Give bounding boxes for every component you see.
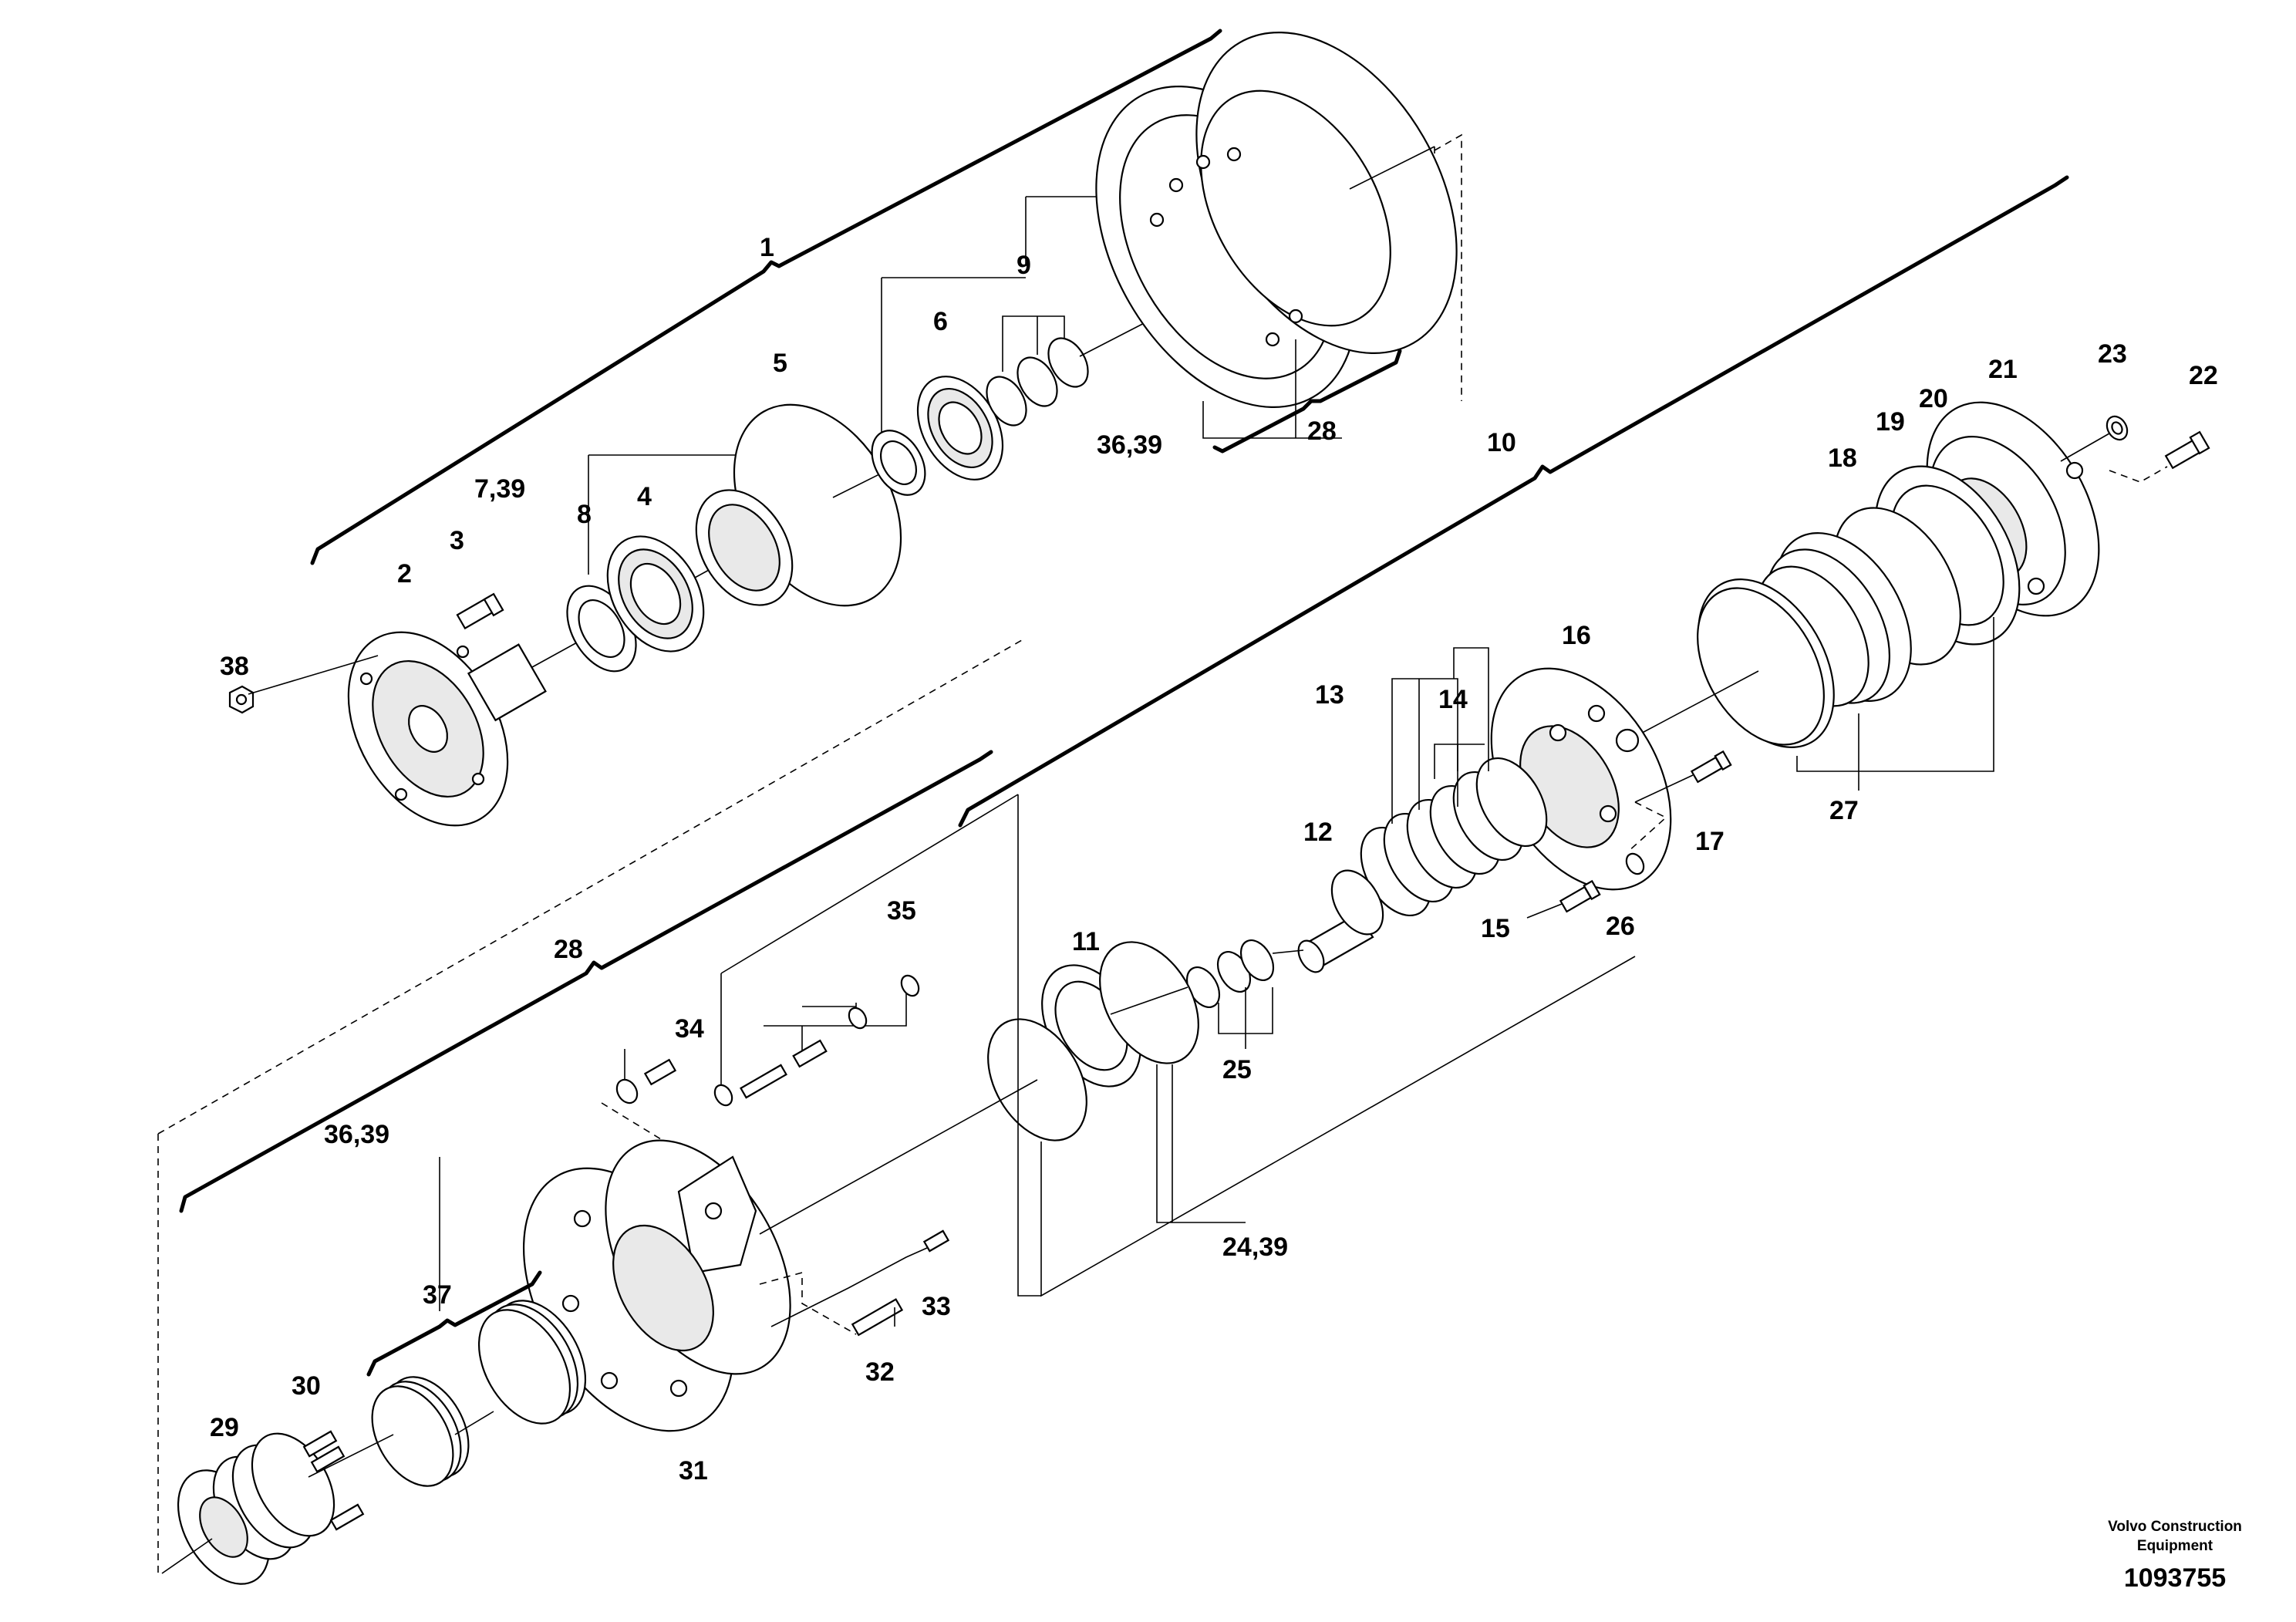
part-15-bolt bbox=[1559, 879, 1601, 913]
part-32-bolt bbox=[851, 1298, 904, 1337]
callout-36-39-top: 36,39 bbox=[1097, 430, 1162, 460]
callout-27: 27 bbox=[1829, 796, 1859, 825]
brand-line-1: Volvo Construction bbox=[2108, 1519, 2242, 1535]
callout-23: 23 bbox=[2098, 339, 2127, 369]
part-13-14-friction-discs bbox=[1360, 757, 1548, 917]
part-22-bolt bbox=[2164, 430, 2210, 470]
part-12-shaft bbox=[1297, 869, 1384, 973]
callout-28-top: 28 bbox=[1307, 416, 1337, 446]
callout-14: 14 bbox=[1438, 685, 1468, 714]
part-33-bolt bbox=[922, 1229, 950, 1253]
callout-33: 33 bbox=[922, 1292, 951, 1321]
callout-4: 4 bbox=[637, 482, 652, 511]
part-25-rings bbox=[1185, 939, 1275, 1008]
assembly-group-10 bbox=[958, 175, 2210, 1297]
callout-34: 34 bbox=[675, 1014, 704, 1044]
part-4-bearing bbox=[606, 535, 705, 653]
part-2-flange bbox=[347, 631, 547, 827]
part-5-hub bbox=[695, 403, 902, 607]
callout-16: 16 bbox=[1562, 621, 1591, 650]
callout-13: 13 bbox=[1315, 680, 1344, 710]
callout-5: 5 bbox=[773, 349, 787, 378]
callout-36-39-left: 36,39 bbox=[324, 1120, 389, 1149]
part-37-springs bbox=[371, 1300, 587, 1487]
part-31-housing bbox=[522, 1139, 791, 1432]
callout-29: 29 bbox=[210, 1413, 239, 1442]
callout-10: 10 bbox=[1487, 428, 1516, 457]
callout-9: 9 bbox=[1017, 251, 1031, 280]
callout-3: 3 bbox=[450, 526, 464, 555]
footer: Volvo Construction Equipment 1093755 bbox=[2108, 1519, 2242, 1593]
brace-group-10 bbox=[958, 175, 2069, 828]
callout-37: 37 bbox=[423, 1280, 452, 1310]
brand-line-2: Equipment bbox=[2137, 1538, 2213, 1554]
callout-18: 18 bbox=[1828, 443, 1857, 473]
part-23-washer bbox=[2106, 415, 2129, 441]
callout-32: 32 bbox=[865, 1357, 895, 1387]
part-3-bolt bbox=[456, 592, 504, 630]
callout-38: 38 bbox=[220, 652, 249, 681]
part-ring-gear bbox=[1095, 31, 1458, 409]
part-26-washer bbox=[1625, 852, 1645, 875]
part-38-nut bbox=[228, 685, 255, 714]
callout-25: 25 bbox=[1222, 1055, 1252, 1084]
callout-12: 12 bbox=[1303, 818, 1333, 847]
part-29-piston bbox=[177, 1432, 335, 1585]
callout-15: 15 bbox=[1481, 914, 1510, 943]
callout-7-39: 7,39 bbox=[474, 474, 525, 504]
part-17-bolt bbox=[1690, 750, 1732, 784]
callout-6: 6 bbox=[933, 307, 948, 336]
callout-26: 26 bbox=[1606, 912, 1635, 941]
drawing-number: 1093755 bbox=[2124, 1563, 2226, 1593]
callout-21: 21 bbox=[1988, 355, 2018, 384]
callout-1: 1 bbox=[760, 233, 774, 262]
brace-group-28-left bbox=[179, 750, 993, 1213]
assembly-group-28 bbox=[157, 639, 1038, 1585]
part-6-bearing bbox=[916, 376, 1004, 481]
callout-30: 30 bbox=[292, 1371, 321, 1401]
callout-17: 17 bbox=[1695, 827, 1725, 856]
part-34-spring bbox=[615, 1058, 677, 1104]
callout-19: 19 bbox=[1876, 407, 1905, 437]
callout-24-39: 24,39 bbox=[1222, 1233, 1288, 1262]
part-30-small-springs bbox=[302, 1430, 365, 1531]
assembly-group-1 bbox=[228, 29, 1462, 827]
callout-31: 31 bbox=[679, 1456, 708, 1485]
part-o-ring-24 bbox=[1099, 941, 1199, 1064]
callout-11: 11 bbox=[1072, 927, 1100, 956]
brace-group-37 bbox=[366, 1270, 542, 1377]
callout-2: 2 bbox=[397, 559, 412, 588]
callout-labels: 1 2 3 4 5 6 7,39 8 9 10 11 12 13 14 15 1… bbox=[210, 233, 2218, 1485]
part-9-shims bbox=[986, 337, 1089, 427]
callout-28-left: 28 bbox=[554, 935, 583, 964]
brace-group-28-top bbox=[1212, 349, 1402, 454]
callout-22: 22 bbox=[2189, 361, 2218, 390]
brace-group-1 bbox=[310, 29, 1222, 565]
callout-8: 8 bbox=[577, 500, 592, 529]
callout-20: 20 bbox=[1919, 384, 1948, 413]
part-35-pin-set bbox=[713, 974, 920, 1107]
callout-35: 35 bbox=[887, 896, 916, 926]
